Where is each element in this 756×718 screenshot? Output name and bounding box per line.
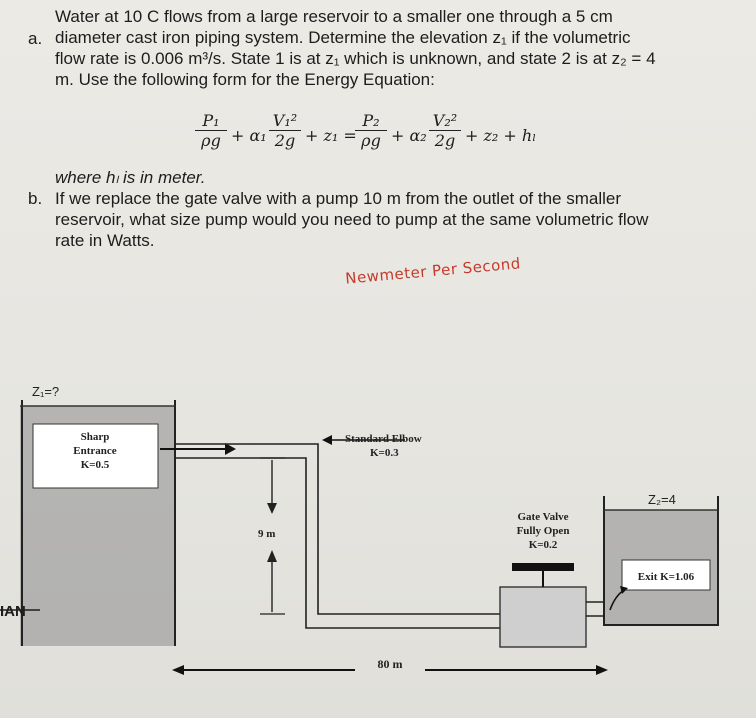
entrance-line-3: K=0.5: [81, 459, 110, 471]
dim-down-arrowhead: [267, 503, 277, 514]
part-a-line-4: m. Use the following form for the Energy…: [55, 70, 435, 89]
part-a-line-2: diameter cast iron piping system. Determ…: [55, 28, 631, 47]
part-a-text: Water at 10 C flows from a large reservo…: [55, 6, 745, 90]
part-b-line-2: reservoir, what size pump would you need…: [55, 210, 649, 229]
eq-rhs-terms: + z₂ + hₗ: [465, 126, 537, 145]
entrance-line-2: Entrance: [73, 445, 117, 457]
part-b-letter: b.: [28, 189, 43, 208]
eq-alpha-1: + α₁: [231, 126, 267, 145]
dim-up-arrowhead: [267, 550, 277, 562]
part-b-text: If we replace the gate valve with a pump…: [55, 188, 745, 251]
z1-label: Z₁=?: [32, 384, 59, 399]
z2-label: Z₂=4: [648, 492, 676, 507]
eq-z1-term: + z₁ =: [305, 126, 357, 145]
elbow-line-1: Standard Elbow: [345, 433, 422, 445]
handwritten-note: Newmeter Per Second: [344, 254, 522, 288]
entrance-label-box: [32, 423, 159, 489]
part-a-line-3: flow rate is 0.006 m³/s. State 1 is at z…: [55, 49, 656, 68]
eq-pressure-term-1: P₁ ρg: [195, 112, 227, 151]
length-right-arrowhead: [596, 665, 608, 675]
part-a-letter: a.: [28, 29, 43, 48]
piping-diagram: Z₁=? Sharp Entrance K=0.5 Standard Elbow…: [0, 384, 719, 675]
valve-line-2: Fully Open: [517, 525, 570, 537]
entrance-line-1: Sharp: [81, 431, 110, 443]
gate-valve-body: [499, 586, 587, 648]
part-b-line-3: rate in Watts.: [55, 231, 155, 250]
length-label: 80 m: [378, 657, 403, 671]
gate-valve-handle: [512, 563, 574, 571]
entrance-arrowhead: [225, 443, 236, 455]
large-reservoir-walls: [21, 400, 176, 646]
valve-line-1: Gate Valve: [517, 511, 568, 523]
pipe-outer-top: [175, 443, 506, 615]
energy-equation: P₁ ρg + α₁ V₁² 2g + z₁ = P₂ ρg + α₂ V₂² …: [195, 112, 555, 172]
part-a-line-1: Water at 10 C flows from a large reservo…: [55, 7, 613, 26]
eq-pressure-term-2: P₂ ρg: [355, 112, 387, 151]
elbow-line-2: K=0.3: [370, 447, 399, 459]
eq-alpha-2: + α₂: [391, 126, 427, 145]
page-edge-text: IAN: [0, 603, 26, 620]
height-label: 9 m: [258, 528, 275, 540]
length-left-arrowhead: [172, 665, 184, 675]
small-reservoir-walls: [603, 496, 719, 626]
part-b-line-1: If we replace the gate valve with a pump…: [55, 189, 622, 208]
elbow-arrowhead: [322, 435, 332, 445]
valve-line-3: K=0.2: [529, 539, 558, 551]
exit-arrowhead: [620, 586, 628, 594]
eq-velocity-term-1: V₁² 2g: [269, 112, 301, 151]
exit-label-box: [621, 559, 711, 591]
exit-label: Exit K=1.06: [638, 571, 695, 583]
pipe-inner-bottom: [175, 457, 506, 629]
eq-velocity-term-2: V₂² 2g: [429, 112, 461, 151]
